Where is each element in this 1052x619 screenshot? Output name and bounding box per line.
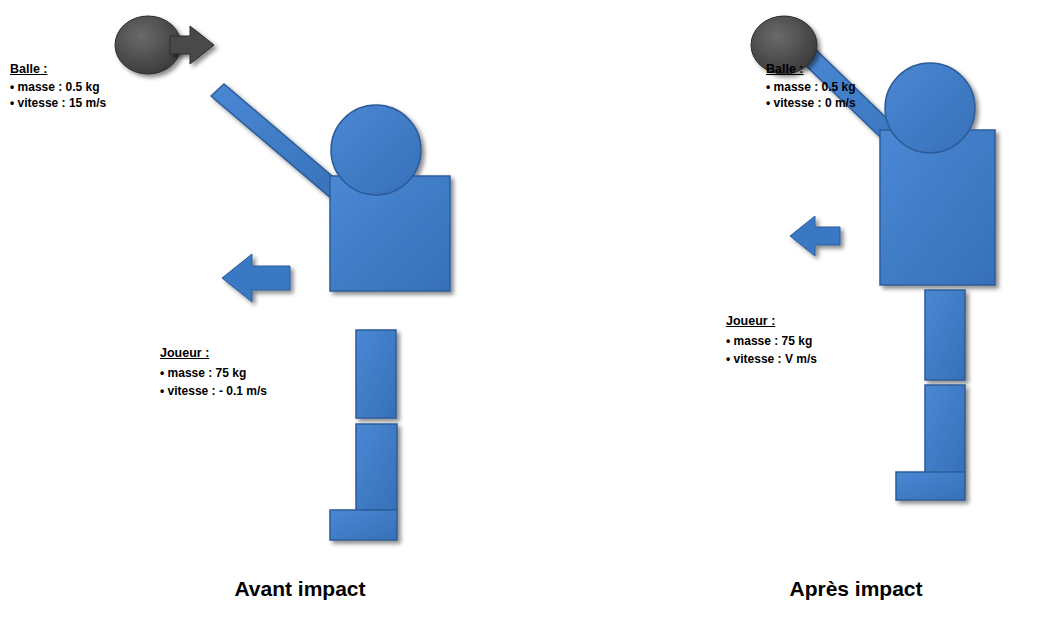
property-line: • masse : 75 kg	[726, 334, 812, 348]
section-heading: Joueur :	[160, 346, 209, 361]
player-figure	[211, 84, 450, 540]
property-line: • masse : 0.5 kg	[10, 80, 100, 94]
property-line: • vitesse : - 0.1 m/s	[160, 384, 267, 398]
section-heading: Balle :	[10, 62, 48, 77]
ball-arrow	[170, 26, 214, 64]
panel-caption: Après impact	[789, 576, 922, 601]
player-figure	[798, 46, 995, 500]
player-arrow	[790, 216, 840, 256]
property-line: • vitesse : V m/s	[726, 352, 817, 366]
section-heading: Balle :	[766, 62, 804, 77]
property-line: • vitesse : 15 m/s	[10, 96, 106, 110]
property-line: • vitesse : 0 m/s	[766, 96, 856, 110]
property-line: • masse : 75 kg	[160, 366, 246, 380]
property-line: • masse : 0.5 kg	[766, 80, 856, 94]
panel-caption: Avant impact	[234, 576, 365, 601]
player-arrow	[222, 254, 290, 302]
section-heading: Joueur :	[726, 314, 775, 329]
